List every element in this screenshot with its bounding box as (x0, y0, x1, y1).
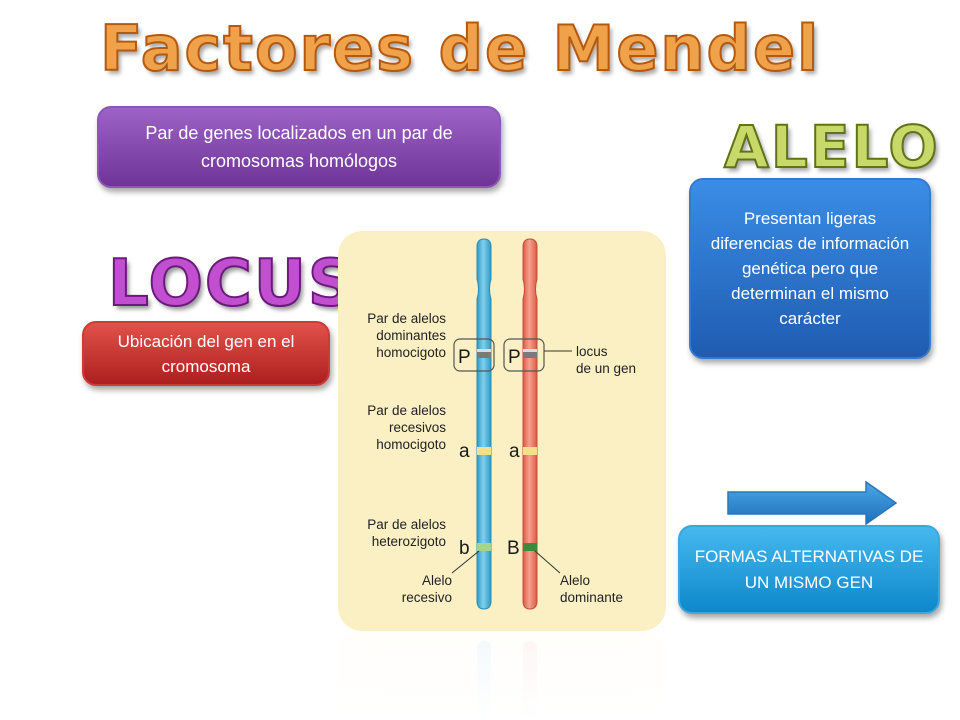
band-b-left (477, 543, 491, 551)
band-a-left (477, 447, 491, 455)
locus-label-2: de un gen (576, 361, 636, 376)
alelo-heading: ALELO (723, 113, 940, 181)
alelo-recesivo-2: recesivo (402, 590, 452, 605)
locus-definition-box: Ubicación del gen en el cromosoma (82, 321, 330, 386)
gene-a-right: a (509, 441, 520, 462)
gene-P-right: P (508, 347, 521, 368)
chromosome-left (476, 238, 492, 610)
locus-label-1: locus (576, 344, 608, 359)
alelo-definition-box: Presentan ligeras diferencias de informa… (689, 178, 931, 359)
slide-title: Factores de Mendel (99, 12, 821, 85)
band-P-left (477, 349, 491, 358)
band-B-right (523, 543, 537, 551)
label-heterozigoto-1: Par de alelos (367, 517, 446, 532)
alelo-definition-text: Presentan ligeras diferencias de informa… (710, 209, 910, 328)
label-recesivos-3: homocigoto (376, 437, 446, 452)
label-dominantes-2: dominantes (376, 328, 446, 343)
band-a-right (523, 447, 537, 455)
right-arrow-icon (727, 480, 898, 526)
label-dominantes-3: homocigoto (376, 345, 446, 360)
dominante-pointer-line (534, 550, 561, 574)
chromosome-diagram: Par de alelos dominantes homocigoto Par … (338, 231, 666, 719)
formas-alternativas-text: FORMAS ALTERNATIVAS DE UN MISMO GEN (694, 546, 924, 592)
genes-definition-box: Par de genes localizados en un par de cr… (97, 106, 501, 188)
locus-definition-text: Ubicación del gen en el cromosoma (117, 331, 295, 376)
label-recesivos-2: recesivos (389, 420, 446, 435)
gene-B: B (507, 538, 520, 559)
formas-alternativas-box: FORMAS ALTERNATIVAS DE UN MISMO GEN (678, 525, 940, 614)
label-dominantes-1: Par de alelos (367, 311, 446, 326)
alelo-recesivo-1: Alelo (422, 573, 452, 588)
diagram-panel (338, 231, 666, 631)
label-recesivos-1: Par de alelos (367, 403, 446, 418)
locus-highlight-right (503, 338, 545, 372)
alelo-dominante-2: dominante (560, 590, 623, 605)
locus-highlight-left (453, 338, 495, 372)
label-heterozigoto-2: heterozigoto (372, 534, 446, 549)
locus-heading: LOCUS (107, 247, 356, 321)
chromosome-right (522, 238, 538, 610)
genes-definition-text: Par de genes localizados en un par de cr… (145, 123, 453, 171)
alelo-dominante-1: Alelo (560, 573, 590, 588)
gene-a-left: a (459, 441, 470, 462)
gene-b: b (459, 538, 470, 559)
band-P-right (523, 349, 537, 358)
recesivo-pointer-line (451, 550, 480, 574)
gene-P-left: P (458, 347, 471, 368)
